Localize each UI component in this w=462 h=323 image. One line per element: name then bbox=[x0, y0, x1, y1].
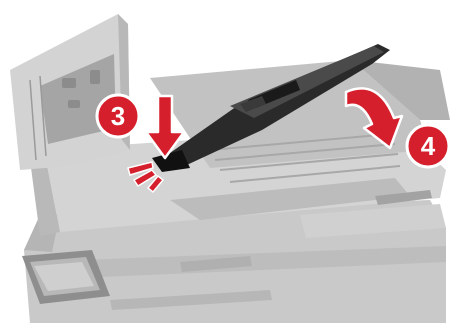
step-4-badge: 4 bbox=[407, 125, 449, 167]
step-3-badge: 3 bbox=[97, 95, 139, 137]
step-3-label: 3 bbox=[111, 101, 125, 131]
step-4-label: 4 bbox=[421, 131, 436, 161]
adf-cover-open bbox=[10, 14, 130, 170]
